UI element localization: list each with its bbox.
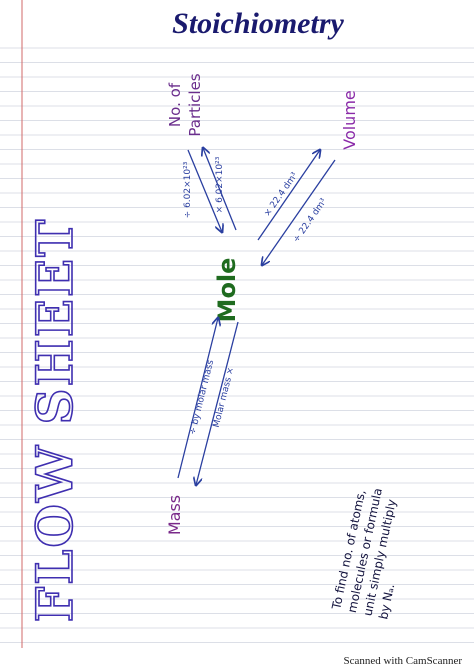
node-mole: Mole bbox=[213, 258, 241, 323]
edge-label-volume-to-mole: ÷ 22.4 dm³ bbox=[292, 197, 330, 245]
arrow-particles-to-mole bbox=[187, 149, 222, 232]
node-volume: Volume bbox=[340, 90, 359, 150]
arrow-mole-to-mass bbox=[196, 321, 239, 485]
node-mass: Mass bbox=[165, 495, 184, 535]
scan-watermark: Scanned with CamScanner bbox=[343, 655, 462, 667]
edge-label-mole-to-particles: × 6.02×10²³ bbox=[215, 156, 225, 213]
arrow-mass-to-mole bbox=[177, 318, 218, 479]
arrow-mole-to-particles bbox=[203, 148, 237, 231]
edge-label-mole-to-volume: × 22.4 dm³ bbox=[263, 171, 301, 219]
edge-label-mole-to-mass: Molar mass × bbox=[212, 366, 237, 429]
node-particles-line1: No. of bbox=[166, 82, 184, 127]
footer-bar bbox=[0, 648, 474, 670]
note-block: To find no. of atoms, molecules or formu… bbox=[329, 487, 399, 621]
arrow-volume-to-mole bbox=[262, 159, 336, 265]
arrow-mole-to-volume bbox=[257, 150, 320, 241]
flow-sheet-title: FLOW SHEET bbox=[25, 218, 84, 623]
ruled-lines bbox=[0, 47, 474, 643]
edge-label-particles-to-mole: ÷ 6.02×10²³ bbox=[183, 161, 193, 218]
node-particles-line2: Particles bbox=[186, 73, 204, 136]
page-title: Stoichiometry bbox=[172, 7, 344, 40]
